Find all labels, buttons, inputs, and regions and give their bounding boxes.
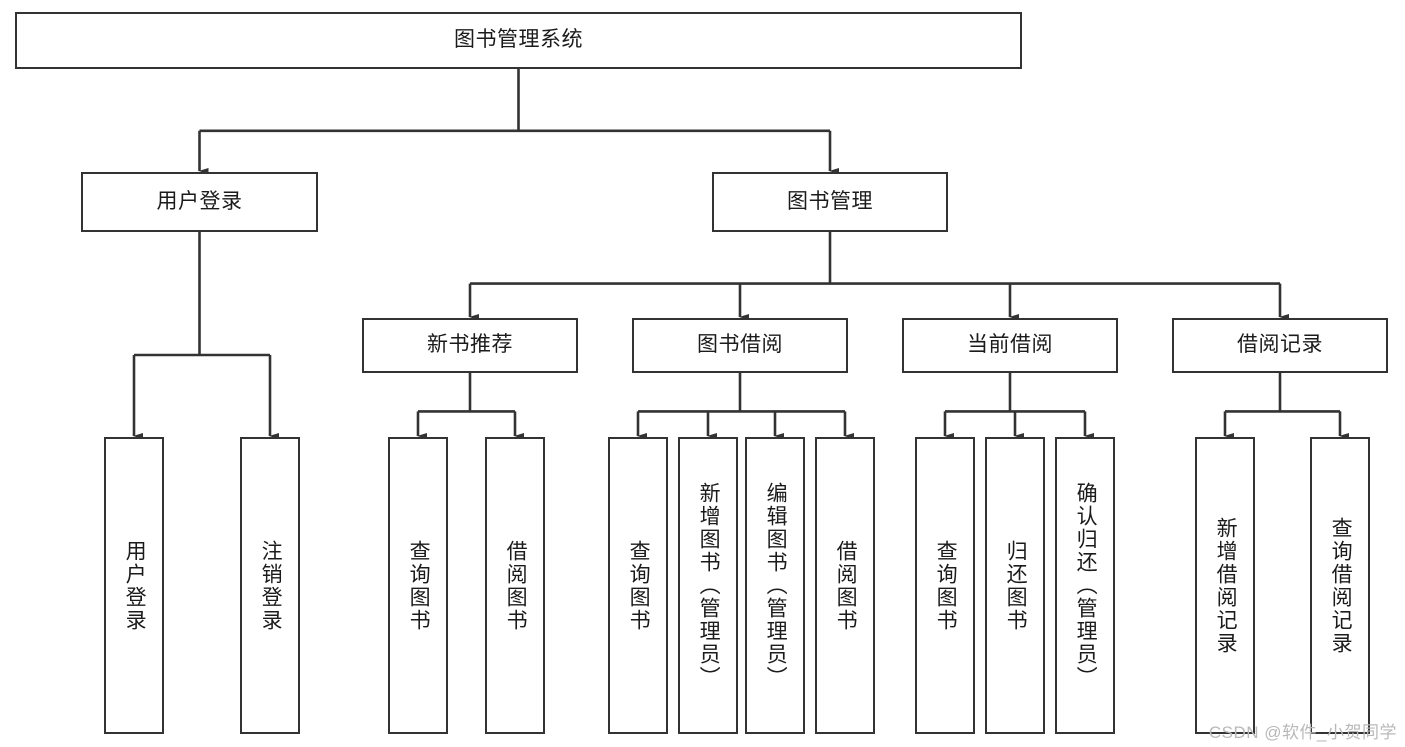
leaf-user-login-label: 用户登录 <box>123 539 147 632</box>
node-book-borrow[interactable]: 图书借阅 <box>632 318 848 373</box>
node-current-borrow-label: 当前借阅 <box>967 333 1053 357</box>
leaf-borrow-book[interactable]: 借阅图书 <box>815 437 875 734</box>
leaf-add-book-admin-label: 新增图书（管理员） <box>697 482 721 689</box>
leaf-query-borrow-record[interactable]: 查询借阅记录 <box>1310 437 1370 734</box>
node-new-book-recommend[interactable]: 新书推荐 <box>362 318 578 373</box>
leaf-return-book-label: 归还图书 <box>1004 539 1028 632</box>
leaf-query-book-new[interactable]: 查询图书 <box>388 437 448 734</box>
node-user-login-label: 用户登录 <box>156 189 243 213</box>
leaf-query-book-current[interactable]: 查询图书 <box>915 437 975 734</box>
leaf-edit-book-admin[interactable]: 编辑图书（管理员） <box>745 437 805 734</box>
leaf-query-book-borrow-label: 查询图书 <box>627 539 651 632</box>
leaf-borrow-book-new[interactable]: 借阅图书 <box>485 437 545 734</box>
leaf-borrow-book-label: 借阅图书 <box>834 539 858 632</box>
leaf-confirm-return-admin[interactable]: 确认归还（管理员） <box>1055 437 1115 734</box>
leaf-confirm-return-admin-label: 确认归还（管理员） <box>1074 482 1098 689</box>
node-book-borrow-label: 图书借阅 <box>697 333 783 357</box>
node-book-management[interactable]: 图书管理 <box>712 172 948 232</box>
leaf-add-book-admin[interactable]: 新增图书（管理员） <box>678 437 738 734</box>
node-root[interactable]: 图书管理系统 <box>15 12 1022 69</box>
leaf-add-borrow-record-label: 新增借阅记录 <box>1214 516 1238 655</box>
node-new-book-recommend-label: 新书推荐 <box>427 333 513 357</box>
node-root-label: 图书管理系统 <box>454 28 583 52</box>
leaf-edit-book-admin-label: 编辑图书（管理员） <box>764 482 788 689</box>
leaf-query-borrow-record-label: 查询借阅记录 <box>1329 516 1353 655</box>
leaf-logout-label: 注销登录 <box>259 539 283 632</box>
node-book-management-label: 图书管理 <box>787 189 873 213</box>
leaf-query-book-borrow[interactable]: 查询图书 <box>608 437 668 734</box>
leaf-add-borrow-record[interactable]: 新增借阅记录 <box>1195 437 1255 734</box>
leaf-logout[interactable]: 注销登录 <box>240 437 300 734</box>
leaf-return-book[interactable]: 归还图书 <box>985 437 1045 734</box>
edges <box>132 69 1349 439</box>
leaf-user-login[interactable]: 用户登录 <box>104 437 164 734</box>
node-current-borrow[interactable]: 当前借阅 <box>902 318 1118 373</box>
leaf-query-book-new-label: 查询图书 <box>407 539 431 632</box>
node-borrow-record-label: 借阅记录 <box>1237 333 1323 357</box>
leaf-query-book-current-label: 查询图书 <box>934 539 958 632</box>
node-borrow-record[interactable]: 借阅记录 <box>1172 318 1388 373</box>
node-user-login[interactable]: 用户登录 <box>81 172 318 232</box>
leaf-borrow-book-new-label: 借阅图书 <box>504 539 528 632</box>
